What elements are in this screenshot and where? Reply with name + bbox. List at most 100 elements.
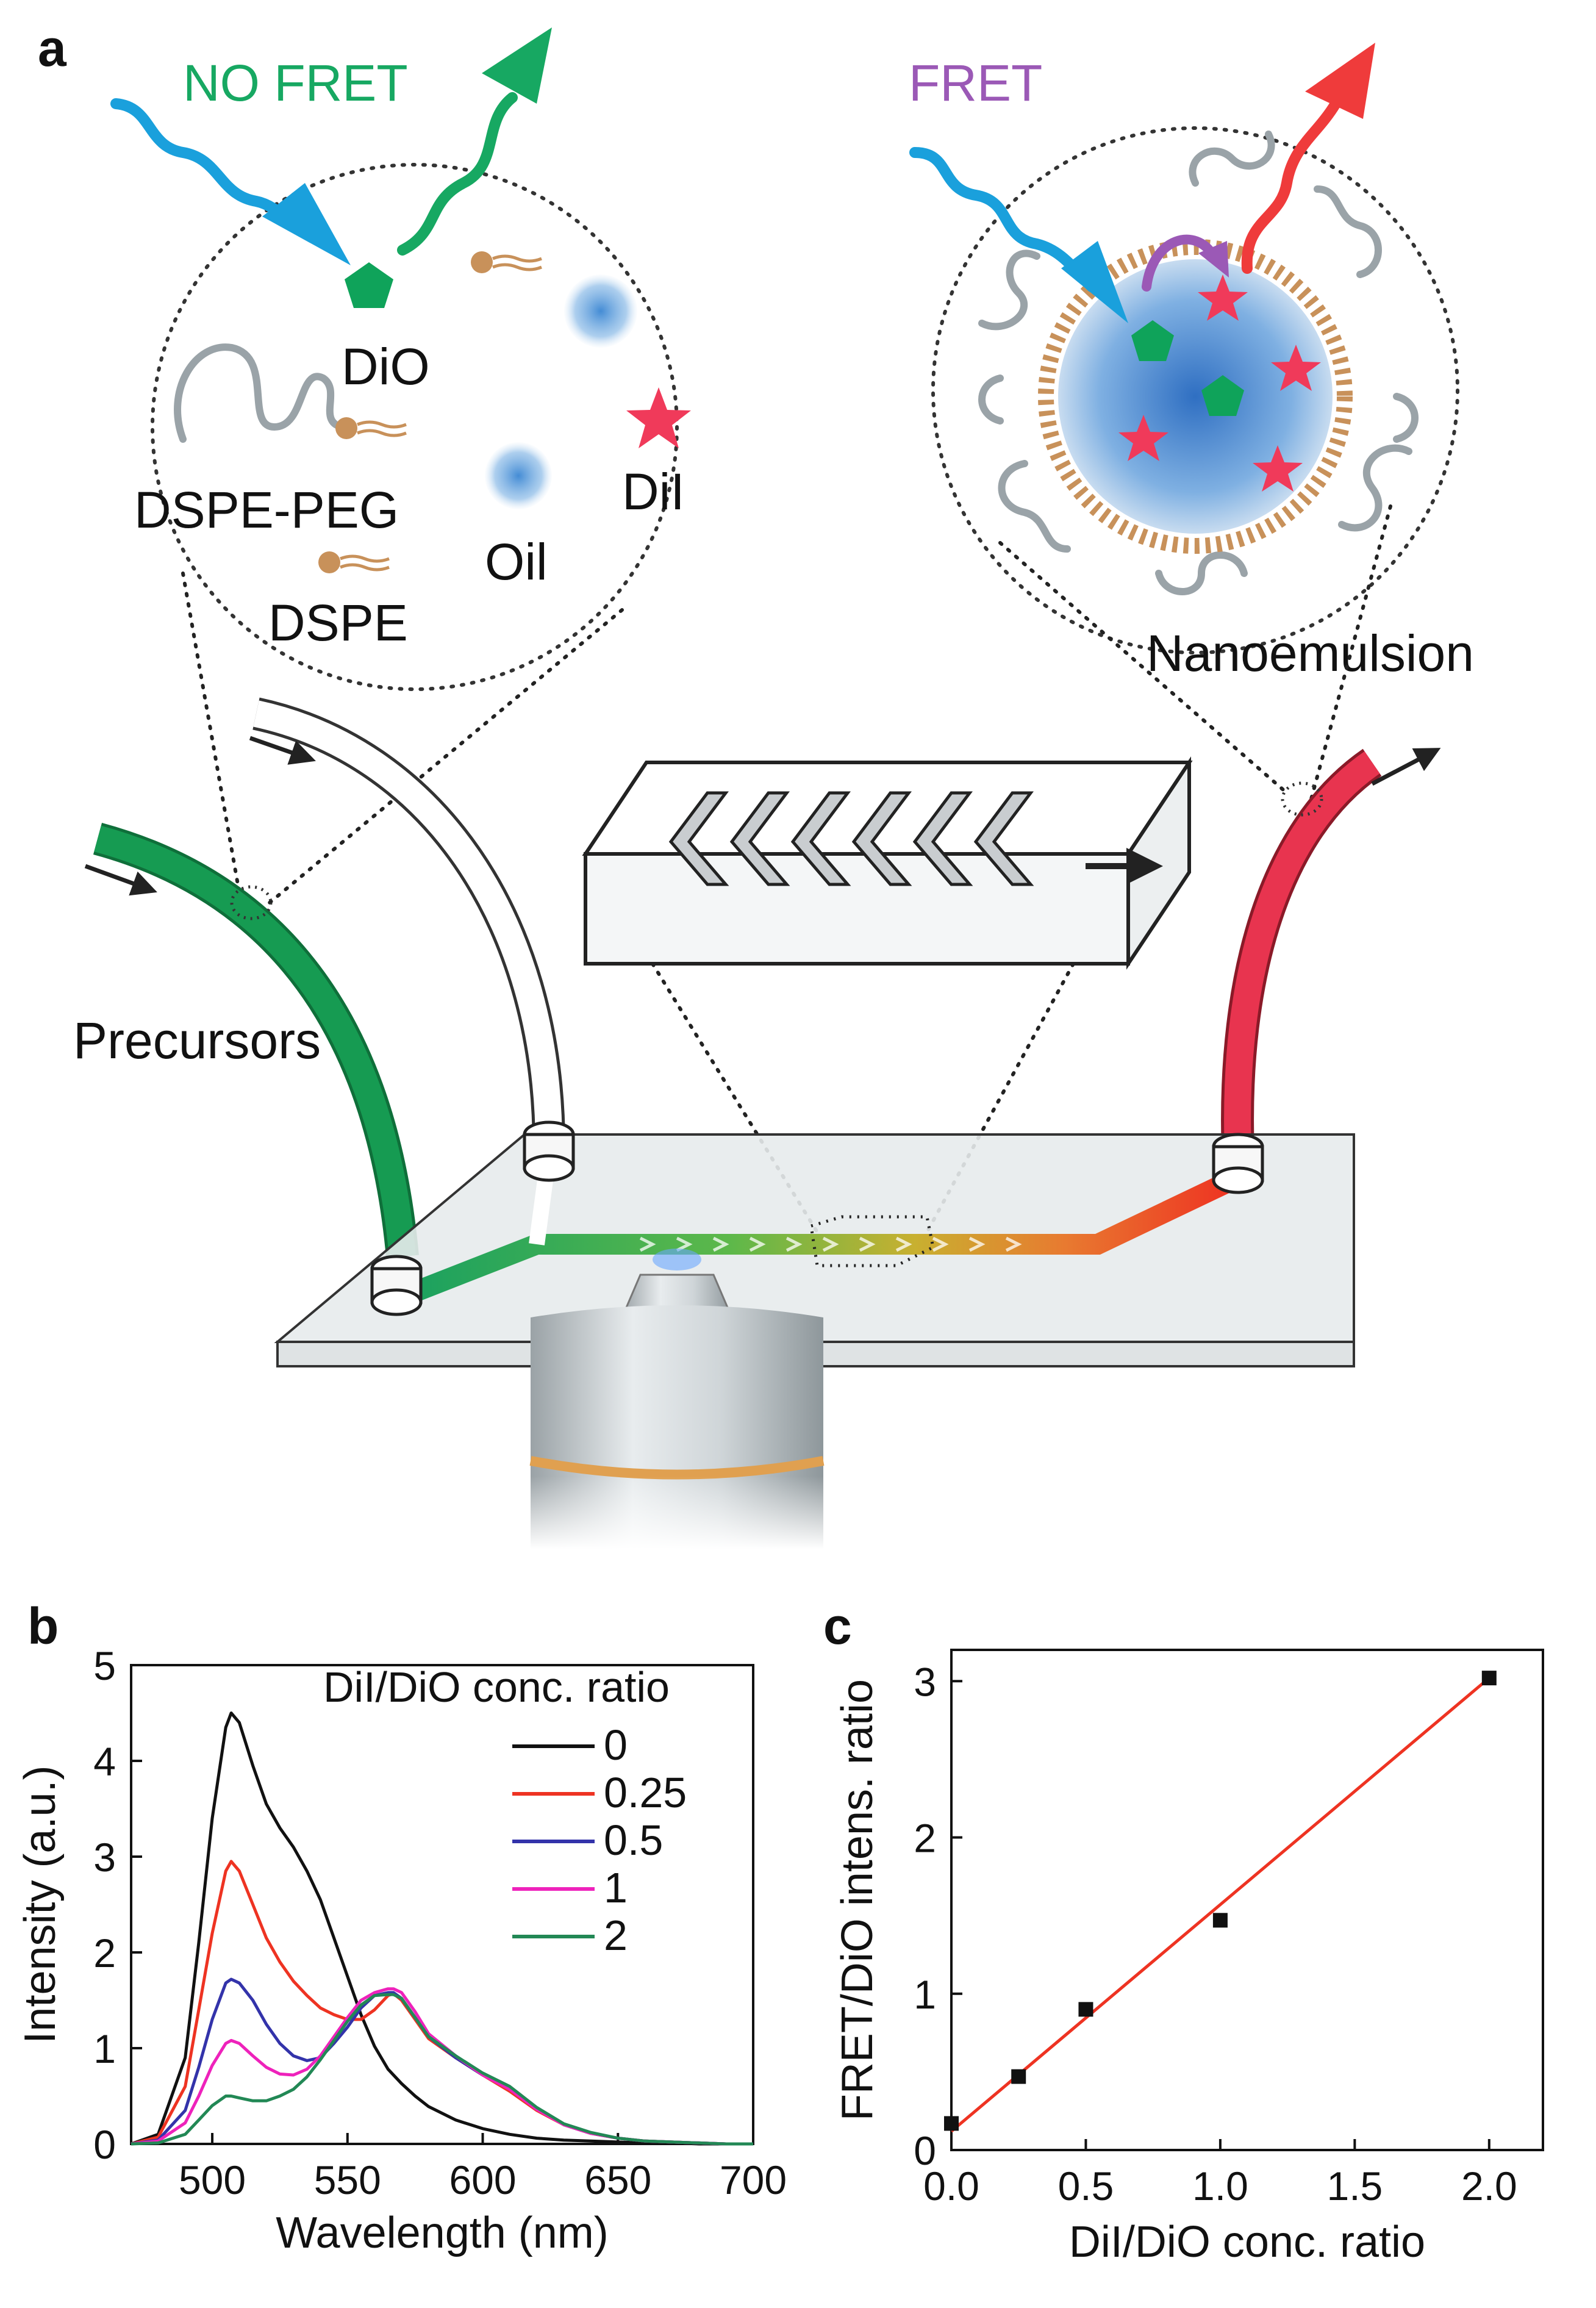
x-tick-label: 0.0 <box>923 2163 979 2209</box>
emission-arrow-icon <box>1241 98 1341 274</box>
series-line-1 <box>131 1987 753 2146</box>
data-point <box>1011 2069 1026 2084</box>
legend-entry: 0 <box>604 1721 628 1769</box>
series-line-2 <box>131 1993 753 2146</box>
flow-arrow-icon <box>1371 748 1441 786</box>
oil-droplet-icon <box>485 442 552 509</box>
panel-b-label: b <box>27 1597 59 1655</box>
precursor-tube-green-fill <box>94 825 416 1258</box>
panel-a: a NO FRET DiO Oil DiI DSPE-PEG <box>38 20 1474 1549</box>
dio-pentagon-icon <box>1201 375 1244 416</box>
dil-star-icon <box>626 387 691 448</box>
series-line-0.25 <box>131 1860 753 2146</box>
inlet-port-icon <box>370 1255 423 1316</box>
tubing: Precursors <box>73 697 1441 1258</box>
x-tick-label: 1.5 <box>1326 2163 1383 2209</box>
fret-transfer-arrowhead-icon <box>1198 241 1229 278</box>
data-point <box>944 2116 959 2131</box>
y-tick-label: 2 <box>914 1816 936 1861</box>
dspe-peg-label: DSPE-PEG <box>134 481 399 539</box>
dio-pentagon-icon <box>345 262 393 308</box>
legend-entry: 1 <box>604 1864 628 1912</box>
oil-droplet-icon <box>564 274 637 348</box>
flow-arrow-icon <box>84 864 157 896</box>
fret-label: FRET <box>909 54 1042 112</box>
emission-arrowhead-icon <box>482 27 552 104</box>
chart-b-frame <box>130 1664 754 2145</box>
emission-arrowhead-icon <box>1305 43 1375 119</box>
x-tick-label: 600 <box>449 2157 516 2202</box>
x-axis-label: Wavelength (nm) <box>276 2209 609 2257</box>
legend-title: DiI/DiO conc. ratio <box>323 1663 670 1711</box>
legend-entry: 0.25 <box>604 1769 687 1816</box>
dil-star-icon <box>1253 445 1303 492</box>
fret-inset: FRET <box>909 43 1474 682</box>
lipid-head-icon <box>335 417 357 439</box>
y-tick-label: 4 <box>93 1739 116 1784</box>
legend-entry: 2 <box>604 1912 628 1959</box>
y-axis-label: Intensity (a.u.) <box>16 1765 65 2043</box>
fret-inset-circle <box>931 126 1459 654</box>
outlet-port-icon <box>1212 1133 1264 1194</box>
lipid-tail-icon <box>492 254 542 271</box>
lipid-head-icon <box>471 251 493 273</box>
x-tick-label: 0.5 <box>1058 2163 1114 2209</box>
lipid-tail-icon <box>340 554 390 572</box>
lipid-head-icon <box>318 551 340 573</box>
y-tick-label: 1 <box>93 2026 116 2071</box>
data-point <box>1078 2002 1093 2017</box>
oil-label: Oil <box>485 533 548 590</box>
precursors-label: Precursors <box>73 1012 321 1069</box>
y-tick-label: 1 <box>914 1972 936 2017</box>
dil-label: DiI <box>622 463 685 520</box>
data-point <box>1212 1913 1228 1928</box>
emission-arrow-icon <box>397 92 518 256</box>
series-line-0.5 <box>131 1977 753 2146</box>
x-axis-label: DiI/DiO conc. ratio <box>1069 2218 1425 2267</box>
white-tube-fill <box>253 700 562 1147</box>
y-tick-label: 2 <box>93 1930 116 1976</box>
panel-c-label: c <box>823 1597 852 1655</box>
flow-arrow-icon <box>249 736 316 765</box>
y-tick-label: 0 <box>93 2122 116 2167</box>
channel-herringbone-marks <box>639 1236 1022 1252</box>
lipid-tail-icon <box>357 420 407 437</box>
tube-sample-spot <box>230 885 273 920</box>
x-tick-label: 550 <box>314 2157 381 2202</box>
microscope-objective-icon <box>524 1249 829 1549</box>
microfluidic-chip <box>274 1120 1355 1367</box>
excitation-arrowhead-icon <box>1061 241 1128 323</box>
panel-a-label: a <box>38 20 67 77</box>
y-tick-label: 3 <box>93 1835 116 1880</box>
x-tick-label: 700 <box>720 2157 787 2202</box>
y-tick-label: 5 <box>93 1643 116 1688</box>
mixer-zoom-inset <box>582 756 1193 970</box>
peg-corona-icon <box>978 131 1419 595</box>
dio-pentagon-icon <box>1131 320 1174 361</box>
fit-line <box>950 1677 1490 2133</box>
dil-star-icon <box>1118 415 1168 461</box>
excitation-arrow-icon <box>909 147 1097 292</box>
data-point <box>1481 1671 1497 1686</box>
herringbone-mixer-icon <box>668 791 1034 886</box>
y-axis-label: FRET/DiO intens. ratio <box>833 1679 882 2121</box>
fret-transfer-arrow-icon <box>1142 234 1218 292</box>
no-fret-inset: NO FRET DiO Oil DiI DSPE-PEG <box>110 27 691 691</box>
nanoemulsion-core-icon <box>1058 259 1333 534</box>
lipid-shell-icon <box>1038 239 1353 554</box>
dio-label: DiO <box>342 338 430 395</box>
output-tube-red-fill <box>1224 751 1380 1153</box>
nanoemulsion-label: Nanoemulsion <box>1147 625 1474 682</box>
x-tick-label: 2.0 <box>1461 2163 1517 2209</box>
series-line-0 <box>131 1711 753 2146</box>
y-tick-label: 3 <box>914 1659 936 1704</box>
legend-entry: 0.5 <box>604 1816 663 1864</box>
no-fret-label: NO FRET <box>183 54 408 112</box>
zoom-region-outline <box>809 1215 935 1267</box>
mixing-channel <box>386 1170 1242 1310</box>
